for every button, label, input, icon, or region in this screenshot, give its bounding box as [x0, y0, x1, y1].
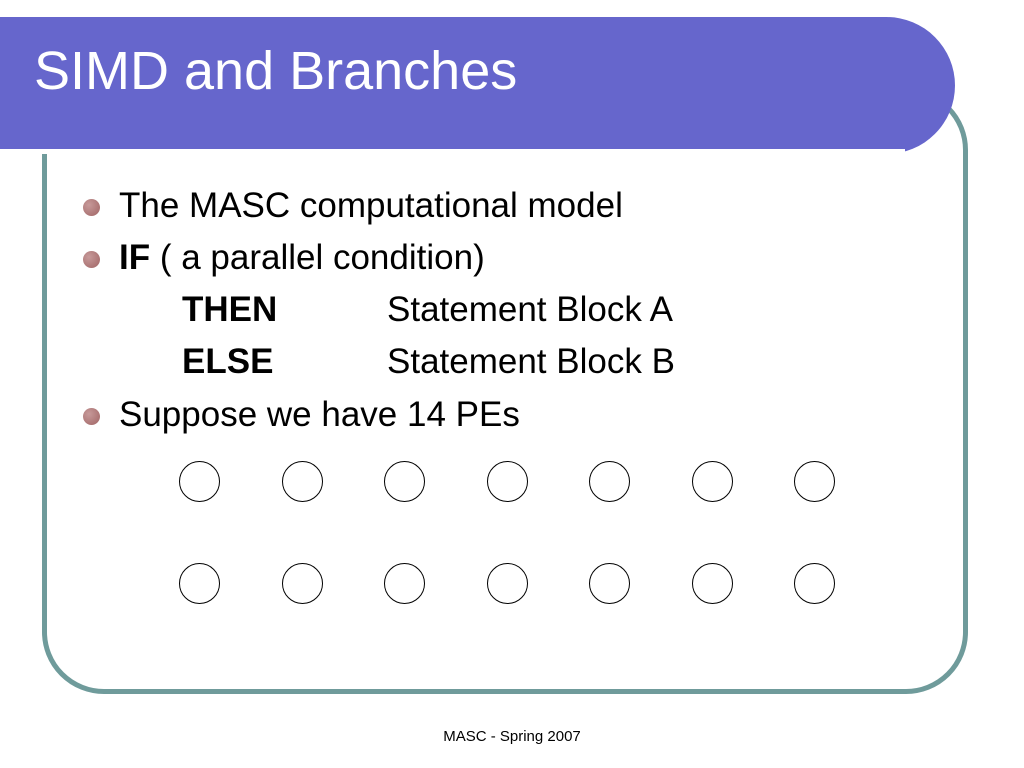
processing-element-circle: [384, 461, 425, 502]
bullet-text: IF ( a parallel condition): [119, 240, 485, 275]
processing-element-circle: [589, 461, 630, 502]
processing-element-circle: [282, 461, 323, 502]
processing-element-grid: [179, 461, 839, 607]
title-underline: [0, 149, 905, 154]
processing-element-circle: [692, 563, 733, 604]
processing-element-circle: [179, 461, 220, 502]
processing-element-circle: [487, 461, 528, 502]
processing-element-circle: [282, 563, 323, 604]
processing-element-circle: [487, 563, 528, 604]
bullet-icon: [83, 199, 100, 216]
slide-title: SIMD and Branches: [34, 41, 518, 101]
footer: MASC - Spring 2007: [443, 728, 581, 745]
title-bar: [0, 17, 955, 154]
processing-element-circle: [794, 563, 835, 604]
else-statement: Statement Block B: [387, 342, 675, 381]
bullet-text: Suppose we have 14 PEs: [119, 395, 520, 434]
then-keyword: THEN: [182, 290, 278, 329]
if-condition-text: ( a parallel condition): [150, 238, 485, 277]
if-keyword: IF: [119, 238, 151, 277]
else-keyword: ELSE: [182, 342, 274, 381]
bullet-icon: [83, 408, 100, 425]
then-statement: Statement Block A: [387, 290, 673, 329]
processing-element-circle: [179, 563, 220, 604]
processing-element-circle: [794, 461, 835, 502]
processing-element-circle: [692, 461, 733, 502]
processing-element-circle: [384, 563, 425, 604]
processing-element-circle: [589, 563, 630, 604]
bullet-text: The MASC computational model: [119, 186, 623, 225]
bullet-icon: [83, 251, 100, 268]
